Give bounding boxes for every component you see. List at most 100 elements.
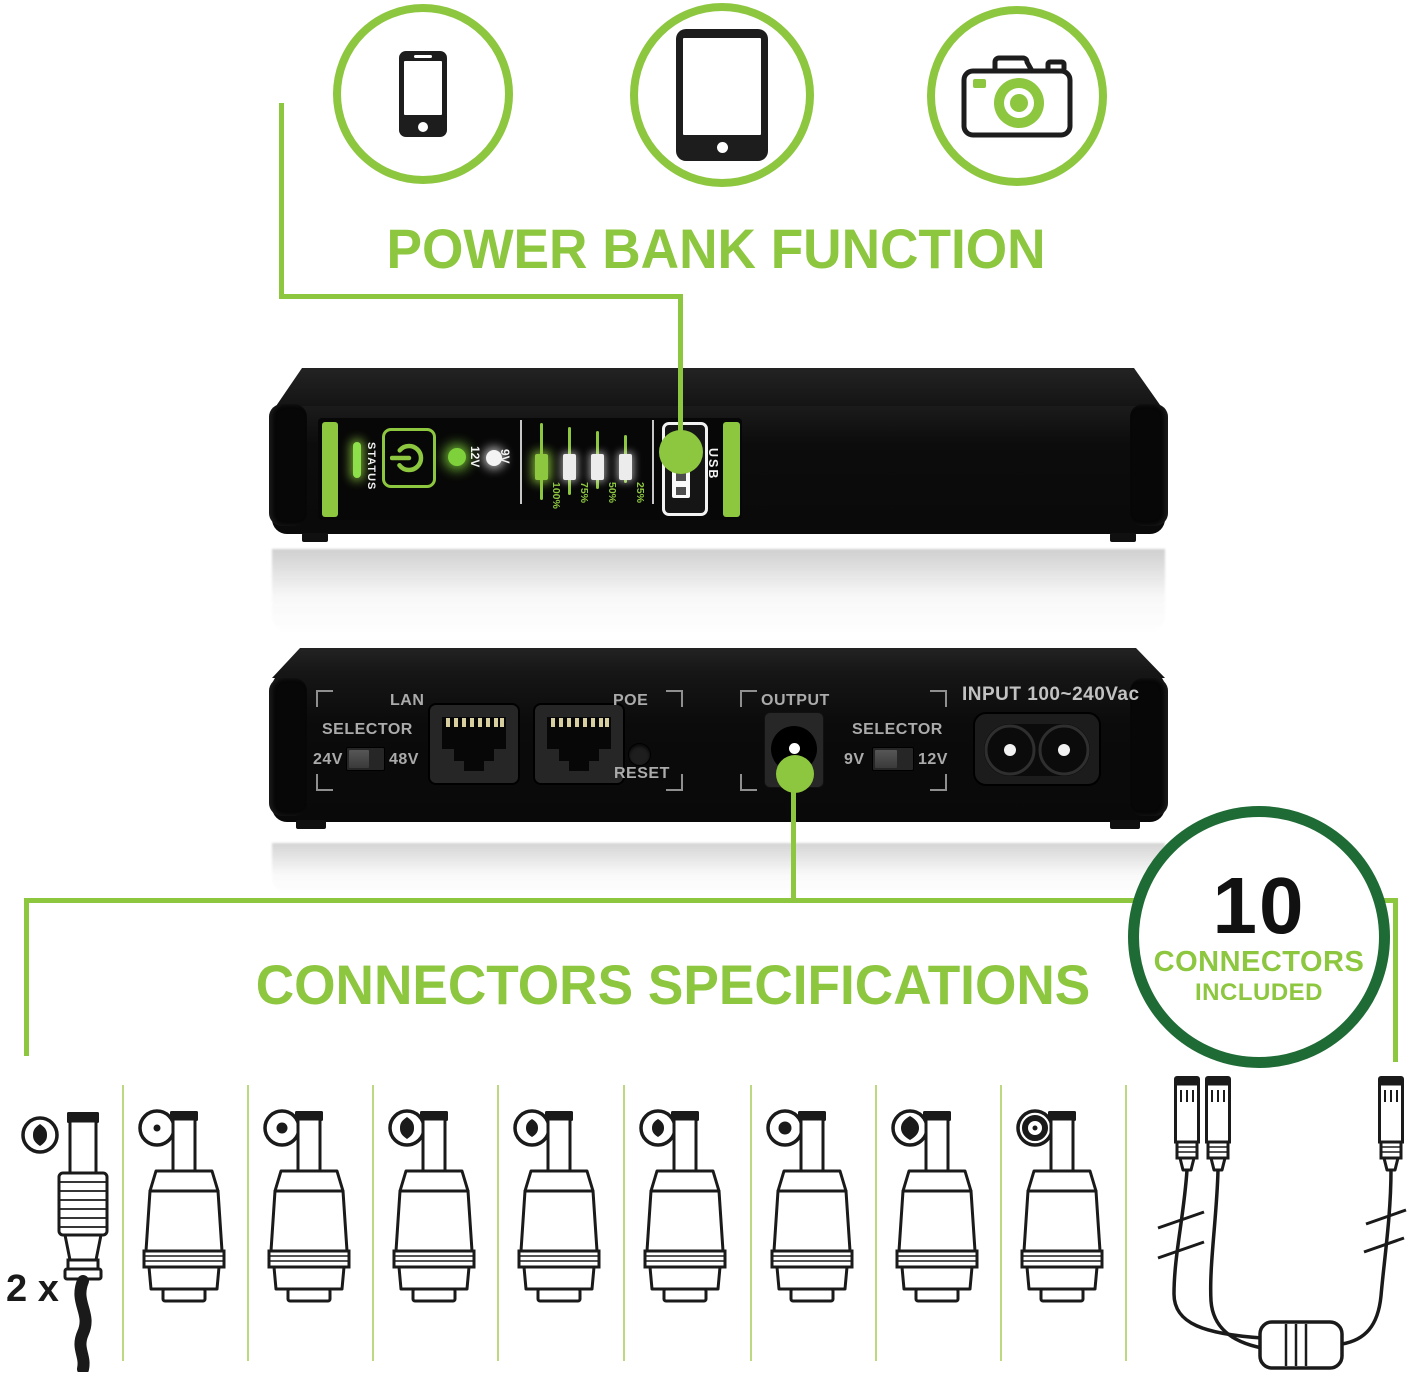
bracket-corner bbox=[666, 774, 683, 791]
badge-line1: CONNECTORS bbox=[1153, 945, 1365, 978]
callout-dot-usb bbox=[659, 430, 703, 474]
cell-divider bbox=[1000, 1085, 1002, 1361]
bracket-corner bbox=[930, 690, 947, 707]
ups-back-view: LAN SELECTOR 24V 48V POE bbox=[269, 648, 1168, 840]
switch-knob bbox=[875, 750, 897, 768]
connector-3 bbox=[263, 1109, 351, 1303]
selector-lan-48v: 48V bbox=[389, 751, 419, 768]
reset-label: RESET bbox=[614, 765, 670, 782]
led-12v bbox=[448, 448, 466, 466]
bracket-line-horizontal bbox=[24, 898, 1398, 903]
lan-label: LAN bbox=[390, 692, 425, 709]
back-right-bumper bbox=[1130, 678, 1168, 816]
connectors-count-badge: 10 CONNECTORS INCLUDED bbox=[1128, 806, 1390, 1068]
battery-led-50 bbox=[591, 454, 604, 480]
camera-icon bbox=[961, 55, 1073, 138]
connector-2 bbox=[138, 1109, 226, 1303]
status-label: STATUS bbox=[365, 442, 377, 491]
cell-divider bbox=[372, 1085, 374, 1361]
panel-divider-1 bbox=[520, 420, 522, 504]
power-bank-heading: POWER BANK FUNCTION bbox=[386, 217, 1046, 280]
back-foot-right bbox=[1110, 820, 1140, 829]
connectors-heading: CONNECTORS SPECIFICATIONS bbox=[255, 953, 1091, 1016]
tablet-home-button bbox=[716, 142, 728, 153]
led-9v-label: 9V bbox=[498, 449, 512, 464]
battery-label-75: 75% bbox=[578, 482, 590, 504]
tablet-circle bbox=[630, 3, 814, 187]
tablet-icon bbox=[676, 29, 768, 161]
battery-label-100: 100% bbox=[550, 482, 562, 509]
connector-5 bbox=[513, 1109, 601, 1303]
smartphone-icon bbox=[399, 51, 447, 137]
usb-label: USB bbox=[706, 448, 720, 481]
badge-count: 10 bbox=[1212, 860, 1306, 950]
cell-divider bbox=[750, 1085, 752, 1361]
cell-divider bbox=[122, 1085, 124, 1361]
selector-out-label: SELECTOR bbox=[852, 721, 943, 738]
bracket-corner bbox=[740, 774, 757, 791]
connector-4 bbox=[388, 1109, 476, 1303]
smartphone-circle bbox=[333, 4, 513, 184]
selector-out-12v: 12V bbox=[918, 751, 948, 768]
lan-voltage-switch bbox=[346, 747, 385, 771]
back-left-bumper bbox=[269, 678, 307, 816]
connector-7 bbox=[766, 1109, 854, 1303]
cell-divider bbox=[623, 1085, 625, 1361]
smartphone-speaker bbox=[414, 55, 432, 58]
led-9v bbox=[486, 450, 502, 466]
cell-divider bbox=[247, 1085, 249, 1361]
battery-label-50: 50% bbox=[606, 482, 618, 504]
connector-6 bbox=[639, 1109, 727, 1303]
callout-line-usb bbox=[678, 294, 683, 444]
bracket-corner bbox=[740, 690, 757, 707]
front-right-bumper bbox=[1130, 404, 1168, 526]
front-foot-right bbox=[1110, 533, 1136, 542]
power-icon bbox=[390, 443, 424, 473]
camera-circle bbox=[927, 6, 1107, 186]
poe-label: POE bbox=[613, 692, 649, 709]
cell-divider bbox=[875, 1085, 877, 1361]
bracket-line-left bbox=[24, 898, 29, 1056]
cell-divider bbox=[497, 1085, 499, 1361]
quantity-label: 2 x bbox=[6, 1268, 59, 1310]
ac-inlet bbox=[973, 712, 1101, 786]
bracket-corner bbox=[666, 690, 683, 707]
smartphone-home-button bbox=[418, 122, 428, 132]
ups-front-view: STATUS 12V 9V 100% 75% 50% 25% bbox=[269, 368, 1168, 546]
front-reflection bbox=[272, 549, 1165, 635]
cell-divider bbox=[1125, 1085, 1127, 1361]
front-green-stripe-right bbox=[723, 422, 740, 517]
front-green-stripe-left bbox=[322, 422, 338, 517]
callout-dot-output bbox=[776, 755, 814, 793]
connector-1 bbox=[21, 1112, 109, 1372]
connector-8 bbox=[891, 1109, 979, 1303]
poe-port bbox=[533, 703, 625, 785]
back-foot-left bbox=[296, 820, 326, 829]
splitter-cable bbox=[1157, 1076, 1407, 1370]
power-button bbox=[382, 428, 436, 488]
battery-led-25 bbox=[619, 454, 632, 480]
battery-led-100 bbox=[535, 454, 548, 480]
input-label: INPUT 100~240Vac bbox=[962, 684, 1140, 705]
front-left-bumper bbox=[269, 404, 307, 526]
usb-contact bbox=[676, 487, 686, 495]
status-led bbox=[353, 442, 361, 478]
jack-pin bbox=[789, 743, 800, 754]
switch-knob bbox=[349, 750, 370, 768]
led-12v-label: 12V bbox=[468, 446, 482, 468]
bracket-corner bbox=[316, 690, 333, 707]
panel-divider-2 bbox=[652, 420, 654, 504]
battery-label-25: 25% bbox=[634, 482, 646, 504]
tablet-screen bbox=[683, 38, 761, 135]
front-foot-left bbox=[302, 533, 328, 542]
bracket-corner bbox=[316, 774, 333, 791]
output-voltage-switch bbox=[872, 747, 914, 771]
reset-button bbox=[628, 743, 651, 766]
bracket-corner bbox=[930, 774, 947, 791]
callout-line-output bbox=[791, 772, 796, 902]
selector-lan-24v: 24V bbox=[313, 751, 343, 768]
bracket-line-right bbox=[1393, 898, 1398, 1062]
back-reflection bbox=[272, 843, 1165, 895]
callout-line-left bbox=[279, 103, 284, 299]
